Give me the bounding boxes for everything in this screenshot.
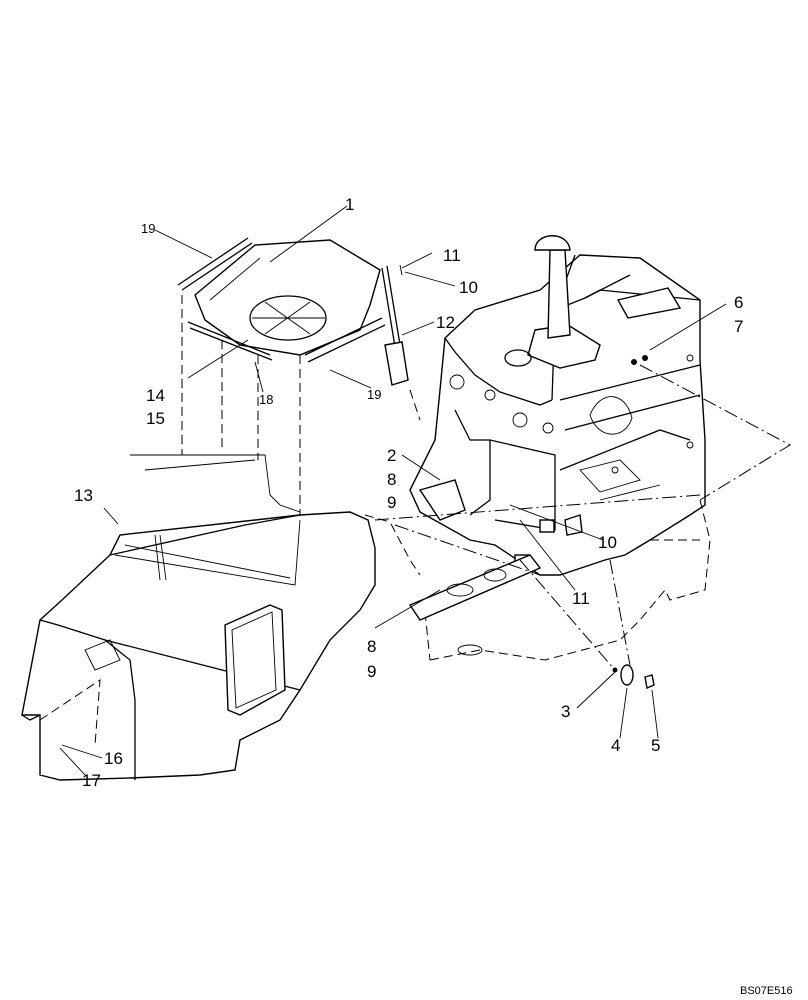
callout-9-lower: 9 xyxy=(367,662,376,681)
fan-shroud xyxy=(177,237,386,363)
callout-9-upper: 9 xyxy=(387,493,396,512)
hardware xyxy=(612,355,655,689)
callout-16: 16 xyxy=(104,749,123,768)
drawing-reference-code: BS07E516 xyxy=(740,985,793,997)
hood-assembly xyxy=(21,454,376,781)
callout-8-lower: 8 xyxy=(367,637,376,656)
callout-7: 7 xyxy=(734,317,743,336)
engine-frame xyxy=(409,235,706,576)
callout-11-lower: 11 xyxy=(572,589,590,608)
callout-10-lower: 10 xyxy=(598,533,617,552)
callout-14: 14 xyxy=(146,386,165,405)
assembly-lines xyxy=(39,295,792,746)
callout-3: 3 xyxy=(561,702,570,721)
callout-19-upper: 19 xyxy=(141,221,155,236)
callout-19-lower: 19 xyxy=(367,387,381,402)
callout-10-upper: 10 xyxy=(459,278,478,297)
base-plate xyxy=(364,499,711,661)
callout-12: 12 xyxy=(436,313,455,332)
callout-8-upper: 8 xyxy=(387,470,396,489)
callout-2: 2 xyxy=(387,446,396,465)
callout-6: 6 xyxy=(734,293,743,312)
callout-5: 5 xyxy=(651,736,660,755)
callout-18: 18 xyxy=(259,392,273,407)
callout-11-upper: 11 xyxy=(443,246,461,265)
callout-17: 17 xyxy=(82,771,101,790)
leader-lines xyxy=(59,205,727,777)
callout-13: 13 xyxy=(74,486,93,505)
callout-1: 1 xyxy=(345,195,354,214)
callout-15: 15 xyxy=(146,409,165,428)
callout-labels: 1 19 11 10 12 19 18 14 15 6 7 2 8 9 13 1… xyxy=(74,195,793,997)
callout-4: 4 xyxy=(611,736,620,755)
support-rod xyxy=(381,264,409,386)
